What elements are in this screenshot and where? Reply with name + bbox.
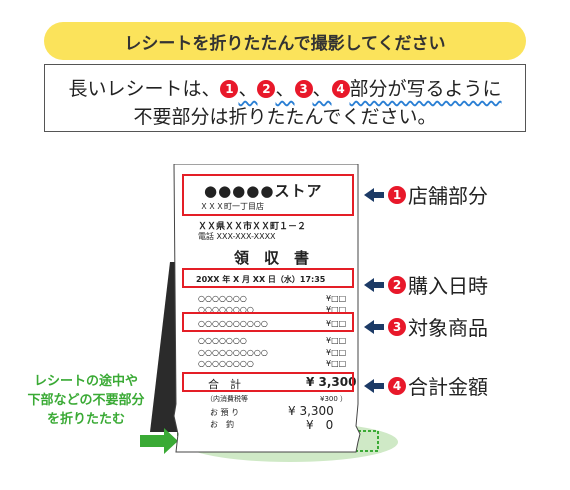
separator: 、 — [275, 78, 295, 100]
purchase-datetime: 20XX 年 X 月 XX 日（水）17:35 — [196, 275, 326, 284]
label-datetime: 2 購入日時 — [364, 270, 488, 299]
store-address: ＸＸ県ＸＸ市ＸＸ町１－２ — [198, 222, 307, 232]
arrow-left-icon — [364, 378, 374, 393]
label-items-text: 対象商品 — [408, 316, 488, 340]
fold-note-line: レシートの途中や — [33, 374, 138, 389]
item-price: ¥□□ — [326, 359, 347, 368]
item-name: ○○○○○○○ — [198, 336, 247, 345]
total-label: 合 計 — [208, 378, 241, 391]
total-value: ¥ 3,300 — [306, 375, 357, 389]
item-name: ○○○○○○○○○○ — [198, 348, 268, 357]
arrow-shaft — [374, 281, 384, 288]
fold-note-line: 下部などの不要部分 — [27, 393, 145, 408]
label-total: 4 合計金額 — [364, 371, 488, 400]
arrow-shaft — [374, 382, 384, 389]
label-datetime-text: 購入日時 — [408, 274, 488, 298]
item-name: ○○○○○○○○ — [198, 305, 254, 314]
separator: 、 — [312, 78, 332, 100]
items-highlight-box — [182, 312, 354, 332]
label-store-text: 店舗部分 — [408, 184, 488, 208]
arrow-shaft — [374, 191, 384, 198]
number-3-icon: 3 — [388, 317, 406, 336]
item-price: ¥□□ — [326, 294, 347, 303]
number-2-icon: 2 — [388, 275, 406, 294]
item-name: ○○○○○○○○○○ — [198, 319, 268, 328]
instruction-line-2: 不要部分は折りたたんでください。 — [133, 106, 437, 128]
number-4-icon: 4 — [388, 376, 406, 395]
instruction-text-a: 長いレシートは、 — [68, 78, 221, 100]
item-price: ¥□□ — [326, 319, 347, 328]
arrow-shaft — [374, 323, 384, 330]
receipt-paper — [173, 164, 361, 453]
number-1-icon: 1 — [388, 185, 406, 204]
instruction-text-b: 部分が写るように — [349, 78, 502, 100]
number-1-icon: 1 — [220, 80, 239, 98]
fold-note: レシートの途中や 下部などの不要部分 を折りたたむ — [6, 372, 166, 429]
label-items: 3 対象商品 — [364, 312, 488, 341]
instruction-banner: レシートを折りたたんで撮影してください — [44, 22, 526, 60]
fold-note-line: を折りたたむ — [46, 412, 125, 427]
item-name: ○○○○○○○ — [198, 294, 247, 303]
label-store: 1 店舗部分 — [364, 180, 488, 209]
arrow-left-icon — [364, 319, 374, 334]
change-value: ¥ 0 — [306, 418, 334, 432]
tax-value: ¥300 ） — [320, 395, 348, 403]
banner-text: レシートを折りたたんで撮影してください — [124, 33, 446, 54]
item-price: ¥□□ — [326, 336, 347, 345]
separator: 、 — [238, 78, 258, 100]
tax-label: （内消費税等 — [206, 395, 248, 403]
item-price: ¥□□ — [326, 348, 347, 357]
store-branch: ＸＸＸ町一丁目店 — [200, 202, 264, 211]
number-2-icon: 2 — [257, 80, 276, 98]
store-highlight-box — [182, 174, 354, 216]
number-3-icon: 3 — [294, 80, 313, 98]
store-name: ●●●●●ストア — [204, 182, 323, 200]
receipt-fold-shadow — [150, 262, 178, 432]
datetime-highlight-box — [182, 268, 354, 288]
total-highlight-box — [182, 372, 354, 392]
deposit-value: ¥ 3,300 — [288, 404, 334, 418]
receipt: ●●●●●ストア ＸＸＸ町一丁目店 ＸＸ県ＸＸ市ＸＸ町１－２ 電話 XXX-XX… — [170, 164, 362, 464]
arrow-left-icon — [364, 187, 374, 202]
item-name: ○○○○○○○○ — [198, 359, 254, 368]
arrow-left-icon — [364, 277, 374, 292]
store-phone: 電話 XXX-XXX-XXXX — [198, 232, 276, 241]
label-total-text: 合計金額 — [408, 375, 488, 399]
receipt-title: 領 収 書 — [234, 249, 310, 267]
deposit-label: お 預 り — [210, 408, 240, 417]
item-price: ¥□□ — [326, 305, 347, 314]
number-4-icon: 4 — [331, 80, 350, 98]
change-label: お 釣 — [210, 420, 234, 429]
